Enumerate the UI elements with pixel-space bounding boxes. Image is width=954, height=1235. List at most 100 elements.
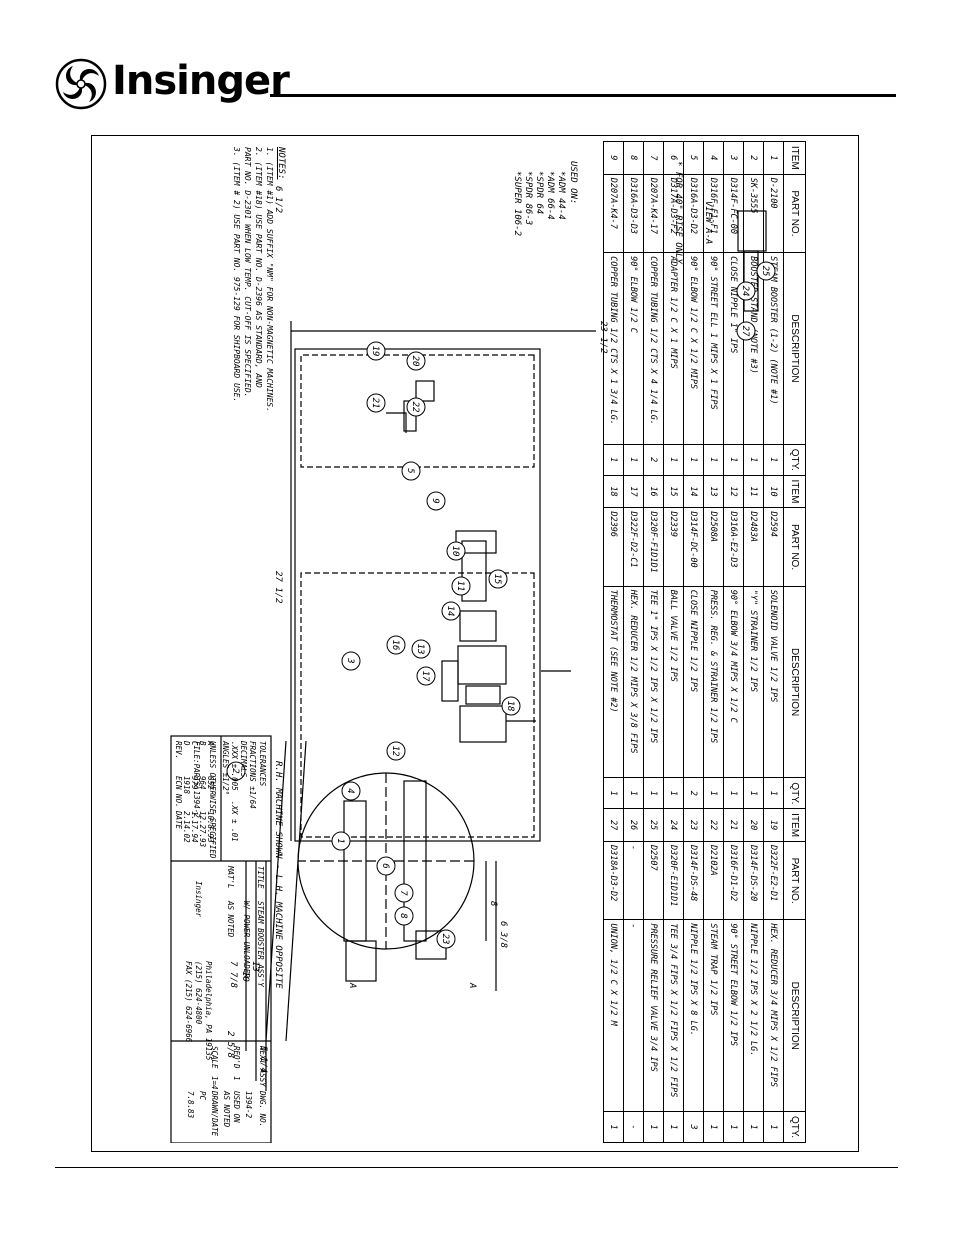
relief-valve-view: [737, 210, 767, 252]
tol-xxx: .XXX ± .005: [230, 741, 239, 791]
reqd-label: REQ'D: [232, 1046, 241, 1069]
rev-cell: D: [182, 740, 191, 746]
svg-text:23: 23: [440, 934, 450, 945]
rev-cell: A: [206, 740, 215, 746]
insinger-swirl-icon: [55, 58, 107, 110]
svg-text:21: 21: [370, 398, 380, 409]
svg-text:11: 11: [455, 581, 465, 592]
callout-7: 7: [394, 883, 414, 903]
nipple: [465, 685, 501, 705]
svg-text:18: 18: [505, 701, 515, 712]
svg-text:8: 8: [398, 913, 408, 918]
thermostat: [441, 660, 459, 702]
svg-text:25: 25: [760, 266, 770, 277]
svg-text:17: 17: [420, 671, 430, 682]
used-on-title: USED ON:: [568, 161, 578, 204]
title-label: TITLE: [256, 866, 265, 889]
dwg-no: 1394-2: [244, 1091, 253, 1119]
rev-cell: 1918: [182, 776, 191, 795]
used-on-value: AS NOTED: [222, 1090, 231, 1128]
callout-23: 23: [436, 929, 456, 949]
note-line: 3. (ITEM # 2) USE PART NO. 975-129 FOR S…: [232, 147, 241, 403]
callout-22: 22: [406, 397, 426, 417]
company-phone: (215) 624-4800: [194, 961, 203, 1025]
note-line: 1. (ITEM #1) ADD SUFFIX "NM" FOR NON-MAG…: [265, 147, 274, 412]
section-mark: A: [467, 982, 477, 988]
rev-cell: 979: [190, 776, 199, 790]
dim-6-5: 6 1/2: [273, 186, 283, 213]
rev-header-cell: REV.: [174, 741, 183, 759]
note-line: 2. (ITEM #18) USE PART NO. D-2396 AS STA…: [254, 147, 263, 388]
drawing-frame: [91, 135, 859, 1152]
header-rule: [270, 94, 896, 97]
callout-25: 25: [756, 261, 776, 281]
used-on-item: *SPDR 64: [534, 171, 544, 214]
drawn-label: DRAWN/DATE: [210, 1090, 219, 1137]
svg-text:22: 22: [410, 402, 420, 413]
rotated-sheet: ITEM PART NO. DESCRIPTION QTY. ITEM PART…: [165, 141, 806, 1143]
callout-27: 27: [736, 321, 756, 341]
rev-cell: 2.14.02: [182, 811, 191, 843]
pipe-run: [403, 780, 427, 942]
used-on-item: *SPDR 86-3: [523, 171, 533, 225]
section-mark: A: [347, 982, 357, 988]
callout-6: 6: [376, 856, 396, 876]
svg-text:14: 14: [445, 606, 455, 617]
svg-text:7: 7: [398, 890, 408, 896]
svg-text:24: 24: [740, 286, 750, 297]
booster-stand-outline: [294, 348, 541, 842]
callout-18: 18: [501, 696, 521, 716]
dim-23-5: 23 1/2: [598, 321, 608, 354]
rev-cell: 652: [206, 776, 215, 790]
unless: UNLESS OTHERWISE SPECIFIED: [208, 741, 217, 859]
matl-label: MAT'L: [226, 865, 235, 889]
svg-text:2: 2: [230, 768, 240, 773]
svg-text:20: 20: [410, 356, 420, 367]
callout-3: 3: [341, 651, 361, 671]
drawn-by: PC: [198, 1091, 207, 1101]
machine-note: R.H. MACHINE SHOWN - L.H. MACHINE OPPOSI…: [273, 761, 283, 989]
callout-20: 20: [406, 351, 426, 371]
relief-valve-body: [743, 250, 759, 312]
dim-6-375: 6 3/8: [498, 921, 508, 948]
svg-text:19: 19: [370, 346, 380, 357]
drawn-date: 7.8.83: [186, 1091, 195, 1119]
street-elbow: [386, 412, 407, 433]
company-fax: FAX (215) 624-6966: [184, 961, 193, 1043]
ball-valve: [459, 705, 507, 743]
callout-10: 10: [446, 541, 466, 561]
dim-2-625: 2 5/8: [225, 1031, 235, 1058]
matl-value: AS NOTED: [226, 900, 235, 938]
used-on-label: USED ON: [232, 1091, 241, 1123]
svg-text:1: 1: [335, 838, 345, 843]
used-on-item: *ADM 44-4: [556, 171, 566, 220]
svg-text:27: 27: [740, 326, 750, 337]
dim-7-875: 7 7/8: [228, 961, 238, 988]
rev-cell: 12.27.93: [198, 811, 207, 848]
rev-cell: 1.17.94: [190, 811, 199, 843]
fractions: FRACTIONS ±1/64: [248, 741, 257, 809]
stand-panel: [300, 572, 535, 838]
rev-cell: C: [190, 741, 199, 746]
rev-header-cell: DATE: [174, 810, 183, 830]
callout-17: 17: [416, 666, 436, 686]
stand-leg: [265, 740, 287, 1042]
callout-4: 4: [341, 781, 361, 801]
dwg-no-label: DWG. NO.: [258, 1090, 267, 1127]
svg-text:15: 15: [492, 574, 502, 585]
callout-24: 24: [736, 281, 756, 301]
rev-header-cell: ECN NO.: [174, 776, 183, 808]
dim-10: 10: [240, 971, 250, 982]
footer-rule: [55, 1167, 898, 1168]
dim-5-25: 5 1/4: [258, 1046, 268, 1073]
page-header: Insinger: [0, 0, 954, 130]
pressure-regulator: [457, 645, 507, 685]
callout-21: 21: [366, 393, 386, 413]
strainer: [459, 610, 497, 642]
callout-14: 14: [441, 601, 461, 621]
file-path: FILE:PARTS\1394-2: [192, 741, 201, 818]
svg-text:13: 13: [415, 644, 425, 655]
callout-9: 9: [426, 491, 446, 511]
